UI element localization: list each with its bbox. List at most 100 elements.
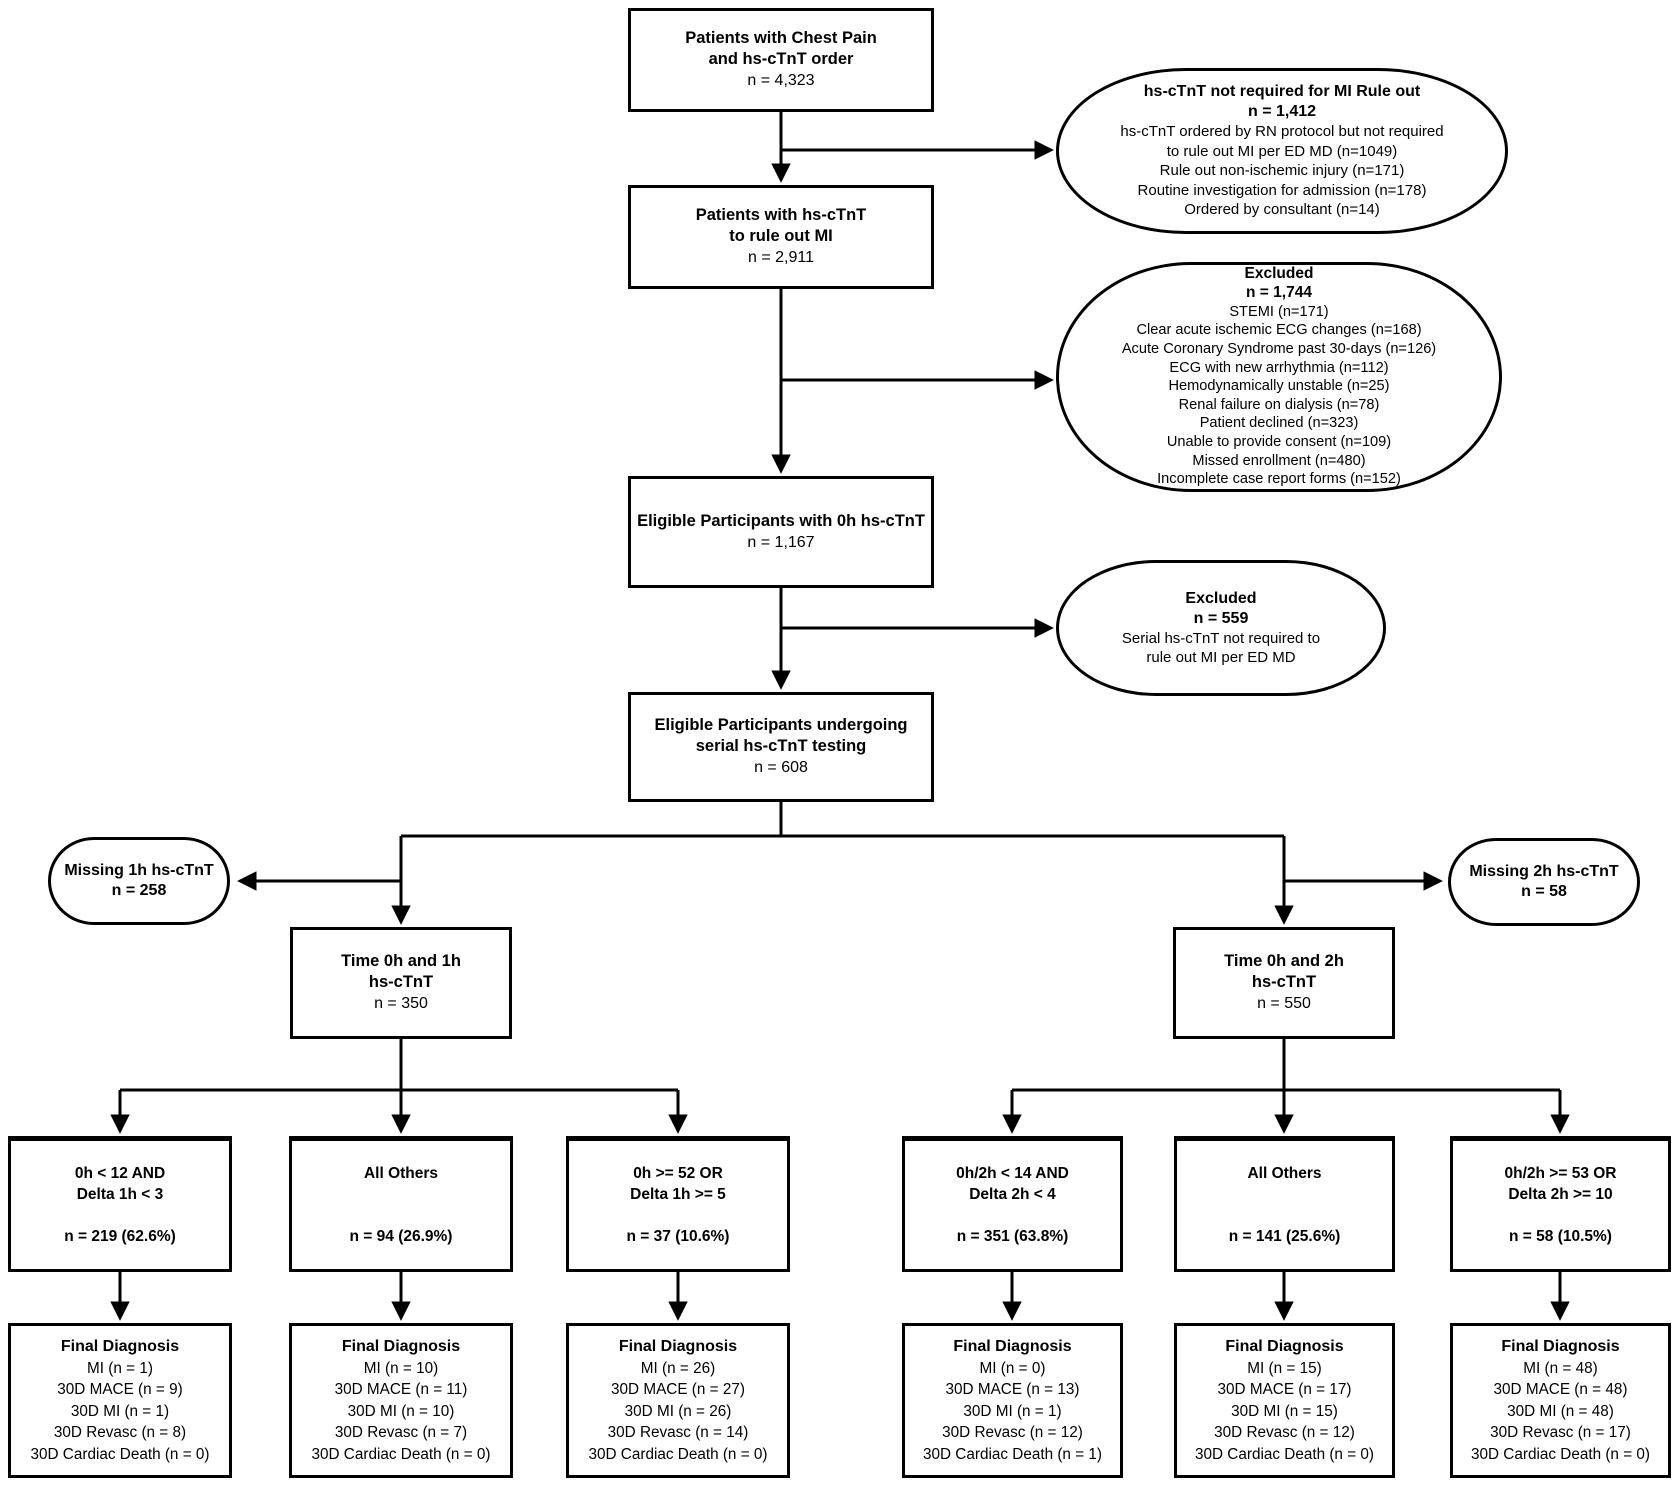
box-criteria-2h-ruleout: 0h/2h < 14 AND Delta 2h < 4 n = 351 (63.… <box>902 1136 1123 1272</box>
node-detail-line: rule out MI per ED MD <box>1146 649 1296 666</box>
node-detail-line: 30D Revasc (n = 7) <box>334 1424 468 1441</box>
node-detail-line: Serial hs-cTnT not required to <box>1121 629 1321 647</box>
node-detail-line: Missed enrollment (n=480) <box>1192 452 1366 469</box>
node-detail-line: MI (n = 26) <box>640 1359 716 1377</box>
node-title-line: to rule out MI <box>729 227 833 245</box>
node-n-value: n = 2,911 <box>748 249 814 266</box>
ellipse-excluded-559: Excluded n = 559 Serial hs-cTnT not requ… <box>1056 560 1386 696</box>
box-final-diagnosis-1: Final Diagnosis MI (n = 1) 30D MACE (n =… <box>8 1323 232 1478</box>
box-criteria-1h-rulein: 0h >= 52 OR Delta 1h >= 5 n = 37 (10.6%) <box>566 1136 790 1272</box>
node-detail-line: Renal failure on dialysis (n=78) <box>1178 396 1380 413</box>
node-detail-line: MI (n = 15) <box>1247 1359 1322 1377</box>
node-n-value: n = 1,167 <box>747 533 815 551</box>
node-detail-line: 30D MACE (n = 13) <box>945 1381 1080 1398</box>
node-title-line: Excluded <box>1244 265 1314 283</box>
node-detail-line: 30D Cardiac Death (n = 0) <box>1195 1445 1374 1463</box>
ellipse-missing-1h: Missing 1h hs-cTnT n = 258 <box>48 837 230 925</box>
node-detail-line: MI (n = 0) <box>979 1359 1046 1377</box>
box-all-others-2h: All Others n = 141 (25.6%) <box>1174 1136 1395 1272</box>
node-detail-line: Routine investigation for admission (n=1… <box>1137 181 1427 199</box>
node-detail-line: 30D MI (n = 1) <box>70 1402 170 1420</box>
node-detail-line: Incomplete case report forms (n=152) <box>1157 471 1401 488</box>
node-n-value: n = 1,412 <box>1247 103 1317 121</box>
node-detail-line: Unable to provide consent (n=109) <box>1166 433 1392 450</box>
node-title-line: hs-cTnT not required for MI Rule out <box>1143 83 1421 101</box>
node-detail-line: MI (n = 48) <box>1523 1359 1598 1377</box>
node-detail-line: 30D Cardiac Death (n = 0) <box>311 1445 491 1463</box>
node-n-value: n = 258 <box>111 882 167 899</box>
node-n-value: n = 350 <box>374 995 428 1012</box>
node-detail-line: MI (n = 10) <box>363 1359 439 1377</box>
node-title-line: Patients with hs-cTnT <box>695 206 867 224</box>
node-detail-line: STEMI (n=171) <box>1229 303 1329 320</box>
node-title-line: serial hs-cTnT testing <box>695 737 867 755</box>
box-final-diagnosis-2: Final Diagnosis MI (n = 10) 30D MACE (n … <box>289 1323 513 1478</box>
node-detail-line: 30D MACE (n = 9) <box>57 1381 183 1398</box>
box-final-diagnosis-6: Final Diagnosis MI (n = 48) 30D MACE (n … <box>1450 1323 1671 1478</box>
node-title-line: Eligible Participants with 0h hs-cTnT <box>637 511 925 530</box>
node-title-line: Eligible Participants undergoing <box>654 716 908 734</box>
node-detail-line: Rule out non-ischemic injury (n=171) <box>1159 162 1405 180</box>
node-n-value: n = 550 <box>1257 995 1311 1012</box>
box-all-others-1h: All Others n = 94 (26.9%) <box>289 1136 513 1272</box>
box-criteria-2h-rulein: 0h/2h >= 53 OR Delta 2h >= 10 n = 58 (10… <box>1450 1136 1671 1272</box>
node-detail-line: 30D Revasc (n = 12) <box>942 1424 1083 1441</box>
node-n-value: n = 141 (25.6%) <box>1228 1228 1341 1245</box>
node-n-value: n = 559 <box>1193 609 1249 627</box>
box-criteria-1h-ruleout: 0h < 12 AND Delta 1h < 3 n = 219 (62.6%) <box>8 1136 232 1272</box>
criteria-line: All Others <box>1247 1165 1322 1182</box>
node-detail-line: Hemodynamically unstable (n=25) <box>1168 378 1390 395</box>
ellipse-missing-2h: Missing 2h hs-cTnT n = 58 <box>1448 838 1640 926</box>
node-title-line: hs-cTnT <box>1251 973 1317 991</box>
ellipse-excluded-1744: Excluded n = 1,744 STEMI (n=171) Clear a… <box>1056 262 1502 492</box>
node-n-value: n = 58 (10.5%) <box>1509 1228 1612 1245</box>
ellipse-hs-ctnt-not-required: hs-cTnT not required for MI Rule out n =… <box>1056 68 1508 234</box>
node-detail-line: 30D Cardiac Death (n = 1) <box>923 1445 1102 1463</box>
node-n-value: n = 1,744 <box>1246 284 1312 302</box>
box-eligible-serial-testing: Eligible Participants undergoing serial … <box>628 692 934 802</box>
box-patients-chest-pain: Patients with Chest Pain and hs-cTnT ord… <box>628 8 934 112</box>
node-title-line: Final Diagnosis <box>1225 1338 1344 1355</box>
box-time-0h-1h: Time 0h and 1h hs-cTnT n = 350 <box>290 927 512 1039</box>
criteria-line: 0h < 12 AND <box>74 1165 166 1182</box>
node-detail-line: MI (n = 1) <box>87 1359 153 1377</box>
node-n-value: n = 4,323 <box>747 72 815 89</box>
node-title-line: Time 0h and 2h <box>1224 952 1344 970</box>
node-n-value: n = 58 <box>1521 883 1567 900</box>
node-title-line: Missing 1h hs-cTnT <box>64 862 214 879</box>
node-detail-line: hs-cTnT ordered by RN protocol but not r… <box>1120 123 1444 141</box>
node-detail-line: 30D MACE (n = 27) <box>611 1381 745 1398</box>
node-title-line: Missing 2h hs-cTnT <box>1469 863 1619 880</box>
node-n-value: n = 608 <box>754 759 808 776</box>
criteria-line: 0h >= 52 OR <box>633 1165 723 1182</box>
node-detail-line: 30D Cardiac Death (n = 0) <box>30 1445 210 1463</box>
node-detail-line: ECG with new arrhythmia (n=112) <box>1169 359 1389 376</box>
node-detail-line: Ordered by consultant (n=14) <box>1184 201 1380 219</box>
node-detail-line: 30D Revasc (n = 17) <box>1490 1424 1631 1441</box>
node-detail-line: 30D Revasc (n = 8) <box>53 1424 187 1441</box>
node-detail-line: 30D MI (n = 1) <box>963 1402 1062 1420</box>
node-detail-line: Patient declined (n=323) <box>1199 415 1359 432</box>
criteria-line: All Others <box>363 1165 439 1182</box>
box-time-0h-2h: Time 0h and 2h hs-cTnT n = 550 <box>1173 927 1395 1039</box>
criteria-line: Delta 2h >= 10 <box>1508 1186 1613 1203</box>
node-n-value: n = 94 (26.9%) <box>349 1228 453 1245</box>
node-n-value: n = 219 (62.6%) <box>64 1228 176 1245</box>
node-detail-line: Clear acute ischemic ECG changes (n=168) <box>1136 322 1422 339</box>
node-detail-line: 30D MI (n = 48) <box>1507 1402 1614 1420</box>
node-n-value: n = 37 (10.6%) <box>626 1228 730 1245</box>
box-final-diagnosis-4: Final Diagnosis MI (n = 0) 30D MACE (n =… <box>902 1323 1123 1478</box>
node-detail-line: 30D MACE (n = 11) <box>334 1381 468 1398</box>
criteria-line: Delta 1h < 3 <box>76 1186 164 1203</box>
node-detail-line: 30D Cardiac Death (n = 0) <box>1471 1445 1650 1463</box>
node-detail-line: 30D Revasc (n = 12) <box>1214 1424 1355 1441</box>
criteria-line: 0h/2h < 14 AND <box>956 1165 1069 1182</box>
node-detail-line: 30D MI (n = 15) <box>1231 1402 1338 1420</box>
node-title-line: Final Diagnosis <box>618 1338 738 1355</box>
node-detail-line: 30D MACE (n = 17) <box>1217 1381 1352 1398</box>
criteria-line: Delta 2h < 4 <box>969 1186 1056 1203</box>
node-detail-line: Acute Coronary Syndrome past 30-days (n=… <box>1121 341 1437 358</box>
node-detail-line: 30D MACE (n = 48) <box>1493 1381 1628 1398</box>
